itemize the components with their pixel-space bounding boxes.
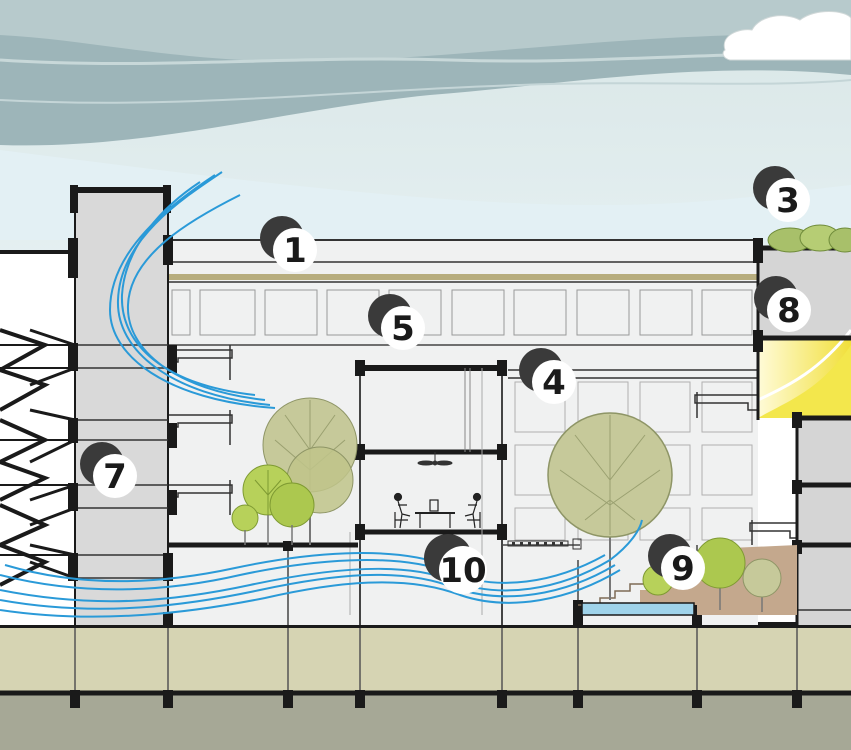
airflow-tower-intake [108, 171, 276, 409]
vent-grille [507, 538, 582, 550]
label-4: 4 [519, 348, 576, 404]
svg-text:8: 8 [777, 291, 801, 331]
foundation-columns [74, 628, 798, 693]
terrace-trees [642, 537, 782, 612]
label-9: 9 [648, 534, 705, 590]
right-building [753, 238, 851, 625]
atrium-trees [231, 397, 358, 545]
svg-text:5: 5 [391, 309, 415, 349]
label-1: 1 [260, 216, 317, 272]
courtyard-tree [547, 412, 673, 600]
ground-band [0, 623, 851, 693]
staircase-left [0, 250, 76, 587]
label-8: 8 [754, 276, 811, 332]
tower [68, 185, 173, 626]
svg-text:3: 3 [776, 181, 800, 221]
roof-panels [171, 289, 753, 336]
label-7: 7 [80, 442, 137, 498]
svg-text:9: 9 [671, 549, 695, 589]
svg-text:10: 10 [439, 551, 486, 591]
svg-text:4: 4 [542, 363, 566, 403]
reflecting-pool [581, 602, 695, 616]
cloud [722, 11, 851, 61]
roof-garden-shrubs [767, 224, 851, 253]
svg-text:1: 1 [283, 231, 307, 271]
label-3: 3 [753, 166, 810, 222]
office-workers-icon [393, 492, 482, 529]
label-5: 5 [368, 294, 425, 350]
balconies-right [694, 392, 797, 545]
foundation-footings [70, 690, 802, 708]
basement-band [0, 693, 851, 750]
airflow-floor-level [0, 519, 643, 618]
ceiling-fan-icon [417, 452, 453, 466]
label-10: 10 [424, 534, 487, 594]
svg-text:7: 7 [103, 457, 127, 497]
